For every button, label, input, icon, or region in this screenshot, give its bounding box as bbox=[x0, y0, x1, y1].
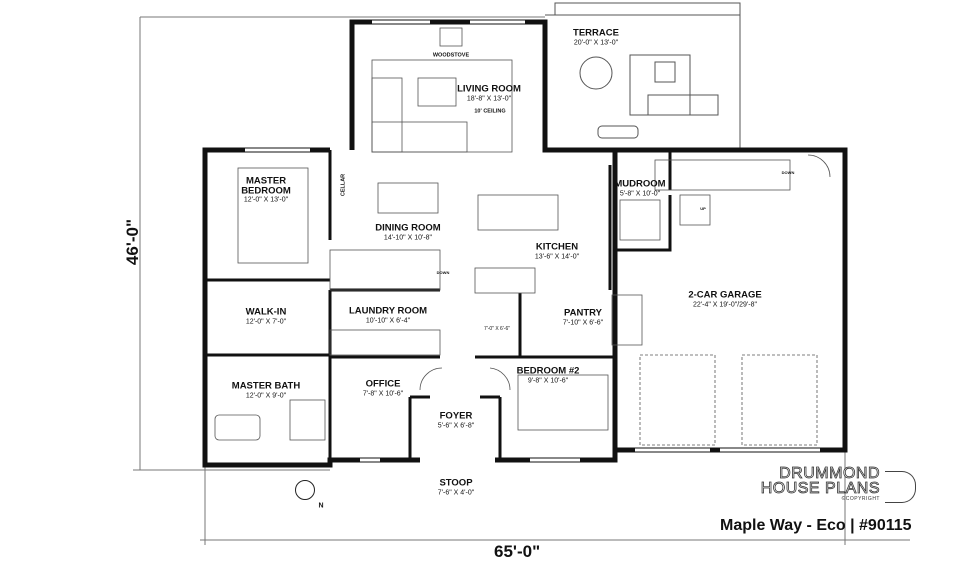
plan-title: Maple Way - Eco | #90115 bbox=[720, 517, 912, 534]
stairs-up-label: UP bbox=[700, 206, 706, 211]
woodstove-label: WOODSTOVE bbox=[432, 52, 470, 59]
room-name: OFFICE bbox=[365, 378, 401, 390]
cellar-label: CELLAR bbox=[340, 173, 347, 197]
room-size: 10'-10" X 6'-4" bbox=[365, 316, 411, 324]
room-size: 13'-6" X 14'-0" bbox=[534, 252, 580, 260]
room-name: FOYER bbox=[439, 410, 473, 422]
room-size: 9'-8" X 10'-6" bbox=[527, 376, 569, 384]
room-name: BEDROOM #2 bbox=[516, 365, 580, 377]
room-name: MASTER BEDROOM bbox=[241, 175, 291, 196]
room-name: TERRACE bbox=[573, 27, 619, 39]
room-name: MUDROOM bbox=[614, 178, 666, 190]
room-size: 12'-0" X 9'-0" bbox=[245, 391, 287, 399]
room-size: 7'-0" X 6'-6" bbox=[483, 326, 511, 332]
garage-stairs-down-label: DOWN bbox=[781, 170, 795, 175]
logo-line2: HOUSE PLANS bbox=[760, 480, 880, 497]
walls bbox=[202, 19, 848, 468]
compass-icon bbox=[295, 480, 315, 500]
fixtures bbox=[214, 27, 831, 446]
copyright: ©COPYRIGHT bbox=[841, 496, 880, 502]
drummond-logo: DRUMMOND HOUSE PLANS ©COPYRIGHT bbox=[720, 465, 880, 503]
logo-mark-icon bbox=[885, 471, 916, 503]
room-name: MASTER BATH bbox=[231, 380, 301, 392]
room-size: 5'-8" X 10'-0" bbox=[619, 189, 661, 197]
ceiling-note: 10' CEILING bbox=[474, 108, 506, 115]
room-size: 5'-6" X 6'-8" bbox=[437, 421, 475, 429]
width-dimension: 65'-0" bbox=[494, 542, 541, 561]
room-size: 18'-8" X 13'-0" bbox=[466, 94, 512, 102]
windows bbox=[245, 20, 820, 463]
room-size: 7'-10" X 6'-6" bbox=[562, 318, 604, 326]
compass-north-label: N bbox=[318, 502, 324, 510]
room-size: 12'-0" X 7'-0" bbox=[245, 317, 287, 325]
logo-line1: DRUMMOND bbox=[779, 465, 880, 482]
depth-dimension: 46'-0" bbox=[123, 218, 143, 266]
room-size: 7'-8" X 10'-6" bbox=[362, 389, 404, 397]
room-name: LIVING ROOM bbox=[457, 83, 521, 95]
terrace-outline bbox=[545, 2, 741, 150]
room-size: 20'-0" X 13'-0" bbox=[573, 38, 619, 46]
room-name: LAUNDRY ROOM bbox=[348, 305, 428, 317]
room-size: 12'-0" X 13'-0" bbox=[243, 196, 289, 204]
room-name: PANTRY bbox=[564, 307, 602, 319]
room-name: KITCHEN bbox=[535, 241, 579, 253]
room-bathroom: 7'-0" X 6'-6" bbox=[484, 326, 510, 332]
room-name: STOOP bbox=[439, 477, 473, 489]
room-size: 7'-6" X 4'-0" bbox=[437, 488, 475, 496]
room-name: DINING ROOM bbox=[375, 222, 441, 234]
room-size: 22'-4" X 19'-0"/29'-8" bbox=[693, 300, 757, 308]
room-name: 2-CAR GARAGE bbox=[688, 289, 762, 301]
room-name: WALK-IN bbox=[245, 306, 287, 318]
stairs-down-label: DOWN bbox=[436, 270, 450, 275]
dimension-lines bbox=[133, 16, 910, 545]
room-size: 14'-10" X 10'-8" bbox=[383, 233, 433, 241]
